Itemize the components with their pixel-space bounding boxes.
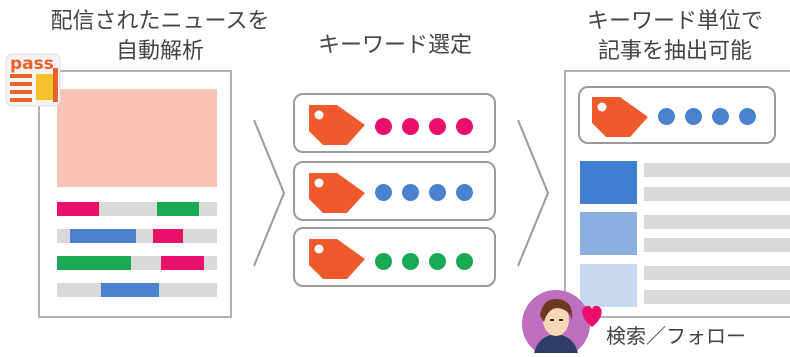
article-thumbnail: [580, 161, 637, 204]
keyword-dot: [456, 184, 473, 201]
chevron-right-icon: [253, 119, 286, 267]
keyword-highlight-blue: [101, 283, 159, 297]
keyword-highlight-green: [57, 256, 131, 270]
price-tag-icon: [592, 97, 648, 137]
selected-keyword-row: [578, 86, 776, 144]
news-document: [38, 70, 232, 318]
article-thumbnail: [580, 212, 637, 255]
keyword-highlight-green: [157, 202, 199, 216]
chevron-right-icon: [517, 119, 550, 267]
person-avatar-icon: [520, 286, 592, 357]
article-text-line: [644, 215, 790, 229]
article-text-line: [644, 238, 790, 252]
keyword-dot: [429, 184, 446, 201]
keyword-dot: [658, 108, 675, 125]
keyword-dot: [456, 253, 473, 270]
pass-app-icon: pass: [4, 52, 64, 108]
keyword-dot: [375, 118, 392, 135]
price-tag-icon: [309, 105, 365, 145]
heart-icon: [582, 305, 602, 327]
keyword-dot: [712, 108, 729, 125]
pass-logo-text: pass: [10, 54, 54, 74]
article-thumbnail: [580, 264, 637, 307]
keyword-row-pink: [293, 93, 496, 153]
step1-title-line2: 自動解析: [115, 39, 204, 64]
keyword-highlight-blue: [70, 229, 136, 243]
keyword-dot: [429, 118, 446, 135]
keyword-dot: [429, 253, 446, 270]
search-follow-label: 検索／フォロー: [606, 324, 746, 348]
extracted-articles-panel: [564, 70, 790, 318]
article-text-line: [644, 266, 790, 280]
keyword-highlight-pink: [153, 229, 183, 243]
article-text-line: [644, 290, 790, 304]
price-tag-icon: [309, 239, 365, 279]
keyword-dot: [739, 108, 756, 125]
keyword-row-blue: [293, 161, 496, 221]
keyword-highlight-pink: [57, 202, 99, 216]
article-image-placeholder: [57, 89, 217, 187]
step3-title-line1: キーワード単位で: [586, 9, 763, 34]
price-tag-icon: [309, 173, 365, 213]
keyword-highlight-pink: [161, 256, 204, 270]
step1-title-line1: 配信されたニュースを: [50, 9, 270, 34]
keyword-dot: [402, 118, 419, 135]
keyword-dot: [685, 108, 702, 125]
keyword-dot: [402, 253, 419, 270]
step2-title: キーワード選定: [317, 33, 472, 58]
keyword-dot: [375, 253, 392, 270]
keyword-dot: [402, 184, 419, 201]
keyword-dot: [456, 118, 473, 135]
step3-title-line2: 記事を抽出可能: [597, 39, 752, 64]
keyword-dot: [375, 184, 392, 201]
article-text-line: [644, 163, 790, 177]
keyword-row-green: [293, 227, 496, 287]
article-text-line: [644, 187, 790, 201]
